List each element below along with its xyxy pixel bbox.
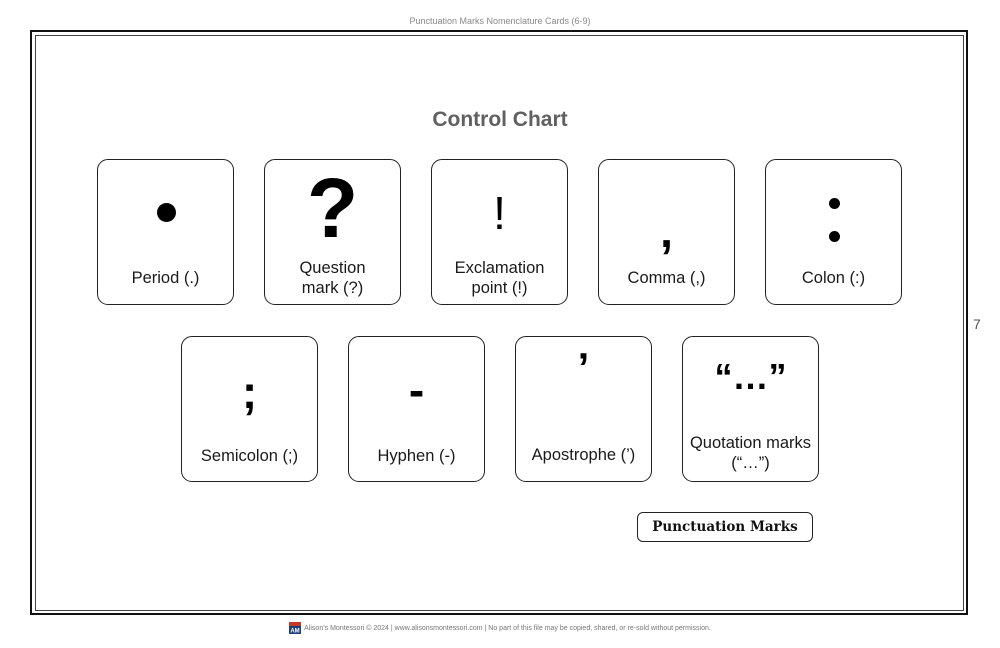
document-header: Punctuation Marks Nomenclature Cards (6-… [409, 16, 591, 26]
card-colon: Colon (:) [765, 159, 902, 305]
exclamation-point-symbol: ! [493, 187, 506, 239]
period-symbol [157, 203, 176, 222]
card-label: Question mark (?) [299, 259, 366, 297]
card-label: Apostrophe (’) [531, 446, 636, 464]
colon-bottom-dot [829, 231, 840, 242]
page-inner-border [35, 35, 964, 611]
montessori-logo-icon: AM [289, 622, 302, 635]
card-label: Period (.) [131, 269, 200, 287]
card-label: Hyphen (-) [377, 447, 456, 465]
card-period: Period (.) [97, 159, 234, 305]
semicolon-symbol: ; [241, 366, 258, 418]
card-label: Quotation marks (“…”) [689, 434, 812, 472]
colon-top-dot [829, 198, 840, 209]
quotation-marks-symbol: “…” [714, 356, 787, 397]
card-hyphen: - Hyphen (-) [348, 336, 485, 482]
card-label: Semicolon (;) [200, 447, 299, 465]
svg-text:AM: AM [290, 629, 299, 635]
card-label: Exclamation point (!) [454, 259, 545, 297]
page-number: 7 [973, 316, 981, 332]
punctuation-marks-button[interactable]: Punctuation Marks [637, 512, 813, 542]
card-label: Colon (:) [801, 269, 866, 287]
apostrophe-symbol: ’ [577, 344, 590, 391]
card-apostrophe: ’ Apostrophe (’) [515, 336, 652, 482]
page-outer-border [30, 30, 968, 615]
card-exclamation-point: ! Exclamation point (!) [431, 159, 568, 305]
question-mark-symbol: ? [306, 161, 359, 255]
hyphen-symbol: - [408, 364, 425, 416]
card-comma: , Comma (,) [598, 159, 735, 305]
card-question-mark: ? Question mark (?) [264, 159, 401, 305]
footer-copyright: Alison’s Montessori © 2024 | www.alisons… [304, 624, 711, 632]
card-quotation-marks: “…” Quotation marks (“…”) [682, 336, 819, 482]
card-label: Comma (,) [627, 269, 706, 287]
card-semicolon: ; Semicolon (;) [181, 336, 318, 482]
comma-symbol: , [660, 205, 673, 257]
footer: AM Alison’s Montessori © 2024 | www.alis… [0, 622, 1000, 635]
chart-title: Control Chart [432, 108, 568, 131]
